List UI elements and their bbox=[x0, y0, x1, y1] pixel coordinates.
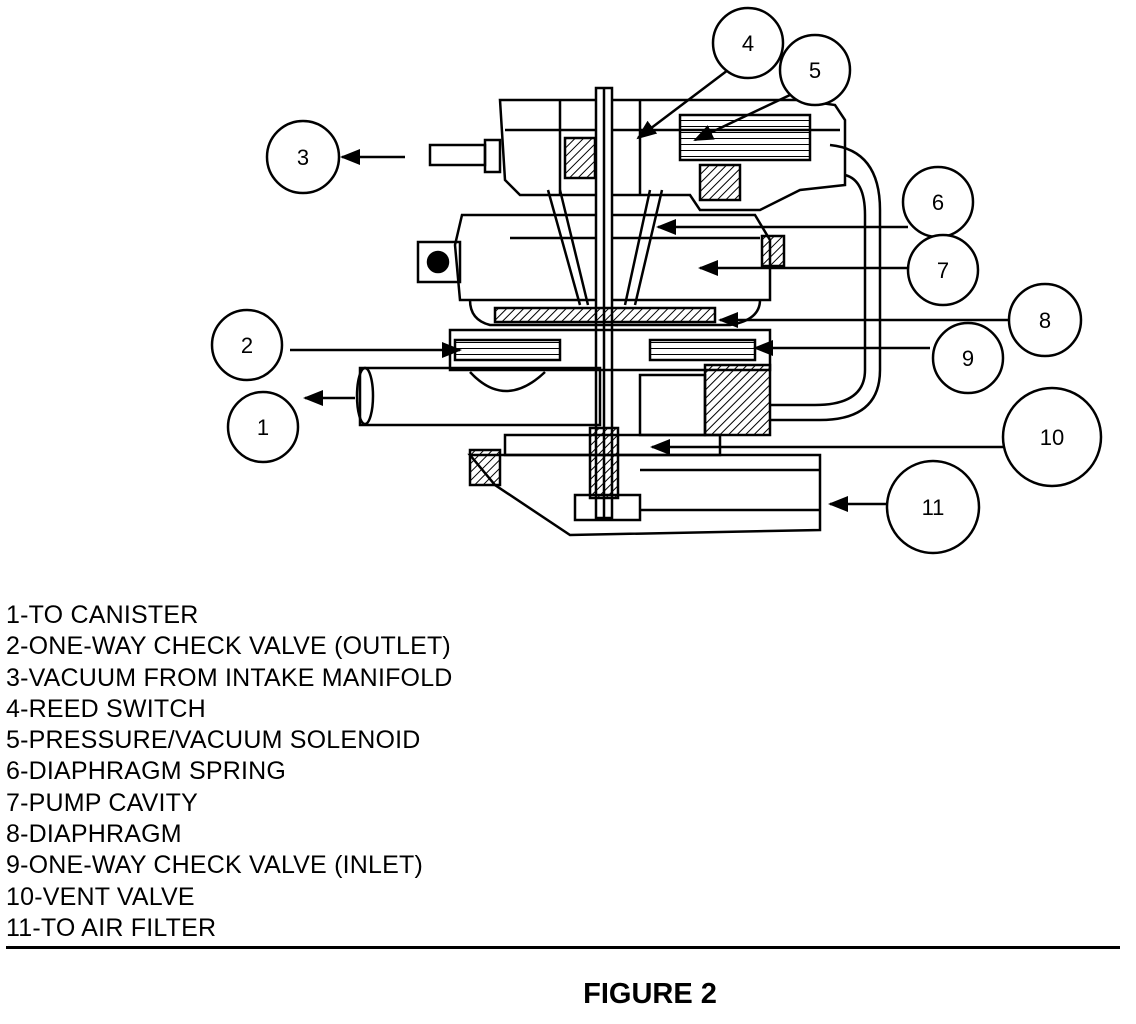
legend-item: 5-PRESSURE/VACUUM SOLENOID bbox=[6, 726, 421, 755]
callout-11: 11 bbox=[885, 459, 981, 555]
callout-7: 7 bbox=[906, 233, 980, 307]
legend-item: 6-DIAPHRAGM SPRING bbox=[6, 757, 287, 786]
svg-text:3: 3 bbox=[297, 145, 309, 170]
callout-1: 1 bbox=[226, 390, 300, 464]
svg-text:2: 2 bbox=[241, 333, 253, 358]
leader-lines bbox=[290, 69, 1008, 512]
legend-item: 11-TO AIR FILTER bbox=[6, 913, 217, 942]
callout-6: 6 bbox=[901, 165, 975, 239]
figure-caption: FIGURE 2 bbox=[583, 978, 717, 1010]
callout-4: 4 bbox=[711, 6, 785, 80]
callout-10: 10 bbox=[1001, 386, 1103, 488]
leak-detection-pump-diagram: 1 2 3 4 5 6 7 8 9 10 11 bbox=[210, 6, 1103, 555]
svg-text:7: 7 bbox=[937, 258, 949, 283]
legend-item: 2-ONE-WAY CHECK VALVE (OUTLET) bbox=[6, 632, 451, 661]
legend-item: 8-DIAPHRAGM bbox=[6, 820, 182, 849]
svg-text:6: 6 bbox=[932, 190, 944, 215]
svg-text:9: 9 bbox=[962, 346, 974, 371]
horizontal-divider bbox=[6, 946, 1120, 949]
legend-item: 10-VENT VALVE bbox=[6, 882, 195, 911]
leader-5 bbox=[693, 93, 791, 142]
svg-text:10: 10 bbox=[1040, 425, 1064, 450]
svg-text:4: 4 bbox=[742, 31, 754, 56]
pump-body bbox=[355, 86, 882, 537]
callout-8: 8 bbox=[1007, 282, 1083, 358]
leader-4 bbox=[636, 69, 729, 140]
callout-3: 3 bbox=[265, 119, 341, 195]
parts-legend: 1-TO CANISTER 2-ONE-WAY CHECK VALVE (OUT… bbox=[6, 600, 453, 944]
callout-5: 5 bbox=[778, 33, 852, 107]
svg-text:5: 5 bbox=[809, 58, 821, 83]
svg-text:1: 1 bbox=[257, 415, 269, 440]
legend-item: 1-TO CANISTER bbox=[6, 601, 199, 629]
svg-text:8: 8 bbox=[1039, 308, 1051, 333]
svg-text:11: 11 bbox=[922, 495, 945, 520]
legend-item: 3-VACUUM FROM INTAKE MANIFOLD bbox=[6, 663, 453, 692]
legend-item: 4-REED SWITCH bbox=[6, 694, 206, 723]
legend-item: 9-ONE-WAY CHECK VALVE (INLET) bbox=[6, 851, 423, 880]
callout-2: 2 bbox=[210, 308, 284, 382]
legend-item: 7-PUMP CAVITY bbox=[6, 788, 198, 817]
callout-9: 9 bbox=[931, 321, 1005, 395]
